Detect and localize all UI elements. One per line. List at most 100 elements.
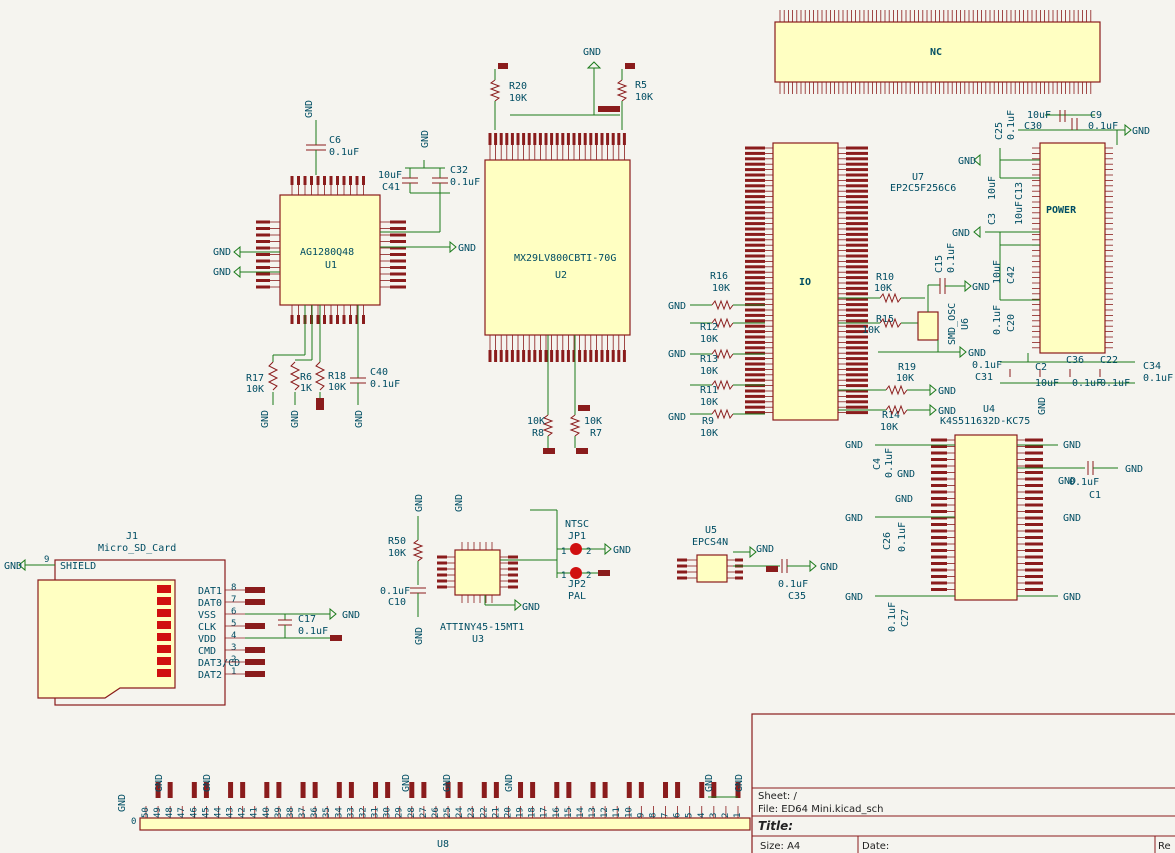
jp1-ref: JP1 — [568, 531, 586, 542]
c22-value: 0.1uF — [1100, 378, 1130, 389]
c9-ref: C9 — [1090, 110, 1102, 121]
c3-value: 10uF — [1014, 201, 1025, 225]
c34-value: 0.1uF — [1143, 373, 1173, 384]
sd-pin-label: DAT0 — [198, 598, 222, 609]
r5-ref: R5 — [635, 80, 647, 91]
u8-pin-number: 45 — [201, 807, 211, 818]
gnd-label: GND — [420, 130, 431, 148]
u4-ref: U4 — [983, 404, 995, 415]
r20-ref: R20 — [509, 81, 527, 92]
u8-pin-number: 26 — [431, 807, 441, 818]
io-label: IO — [799, 277, 811, 288]
r11-ref: R11 — [700, 385, 718, 396]
shield-label: SHIELD — [60, 561, 96, 572]
gnd-label: GND — [522, 602, 540, 613]
c17-ref: C17 — [298, 614, 316, 625]
r15-value: 10K — [862, 325, 880, 336]
u8-pin-number: 42 — [238, 807, 248, 818]
title-label: Title: — [758, 819, 793, 833]
jp1-jumper[interactable] — [570, 543, 582, 555]
u8-pin-number: 30 — [383, 807, 393, 818]
u5-part: EPCS4N — [692, 537, 728, 548]
gnd-label: GND — [442, 774, 453, 792]
sd-pin-number: 4 — [231, 631, 236, 641]
u8-pin-number: 25 — [443, 807, 453, 818]
gnd-label: GND — [613, 545, 631, 556]
u2-chip: MX29LV800CBTI-70G U2 — [484, 133, 631, 362]
ntsc-label: NTSC — [565, 519, 589, 530]
r17-value: 10K — [246, 384, 264, 395]
c32-value: 0.1uF — [450, 177, 480, 188]
c36-ref: C36 — [1066, 355, 1084, 366]
c42-ref: C42 — [1006, 266, 1017, 284]
r14-value: 10K — [880, 422, 898, 433]
u8-pin-number: 3 — [709, 813, 719, 818]
u8-pin-number: 11 — [612, 807, 622, 818]
u3-ref: U3 — [472, 634, 484, 645]
r12-value: 10K — [700, 334, 718, 345]
c25-ref: C25 — [994, 122, 1005, 140]
r19-value: 10K — [896, 373, 914, 384]
c15-ref: C15 — [934, 255, 945, 273]
r19-ref: R19 — [898, 362, 916, 373]
c17-value: 0.1uF — [298, 626, 328, 637]
gnd-label: GND — [1063, 592, 1081, 603]
u1-part: AG1280Q48 — [300, 247, 354, 258]
c10-value: 0.1uF — [380, 586, 410, 597]
gnd-label: GND — [668, 412, 686, 423]
gnd-label: GND — [704, 774, 715, 792]
c22-ref: C22 — [1100, 355, 1118, 366]
nc-label: NC — [930, 47, 942, 58]
r7-value: 10K — [584, 416, 602, 427]
r20-value: 10K — [509, 93, 527, 104]
u8-pin-number: 48 — [165, 807, 175, 818]
gnd-label: GND — [304, 100, 315, 118]
gnd-label: GND — [117, 794, 128, 812]
c2-ref: C2 — [1035, 362, 1047, 373]
r7-ref: R7 — [590, 428, 602, 439]
gnd-label: GND — [154, 774, 165, 792]
c20-ref: C20 — [1006, 314, 1017, 332]
sd-pin-label: VDD — [198, 634, 216, 645]
u8-pin-number: 38 — [286, 807, 296, 818]
u8-pin-number: 35 — [322, 807, 332, 818]
r9-ref: R9 — [702, 416, 714, 427]
jp1-pin-a: 1 — [561, 547, 566, 557]
u8-pin-number: 37 — [298, 807, 308, 818]
c1-ref: C1 — [1089, 490, 1101, 501]
u2-part: MX29LV800CBTI-70G — [514, 253, 616, 264]
sd-pin-number: 5 — [231, 619, 236, 629]
u8-pin-number: 15 — [564, 807, 574, 818]
sd-pin-label: VSS — [198, 610, 216, 621]
c20-value: 0.1uF — [992, 305, 1003, 335]
gnd-label: GND — [845, 592, 863, 603]
sd-pin-label: DAT1 — [198, 586, 222, 597]
u8-pin-number: 9 — [636, 813, 646, 818]
u7-io-chip: IO — [745, 142, 868, 421]
power-label: POWER — [1046, 205, 1077, 216]
u8-pin-number: 5 — [685, 813, 695, 818]
sheet-label: Sheet: / — [758, 791, 797, 802]
gnd-label: GND — [213, 247, 231, 258]
u1-chip: AG1280Q48 U1 — [256, 176, 406, 324]
gnd-label: GND — [414, 494, 425, 512]
r14-ref: R14 — [882, 410, 900, 421]
u1-ref: U1 — [325, 260, 337, 271]
u8-pin-number: 23 — [467, 807, 477, 818]
gnd-label: GND — [938, 406, 956, 417]
r6-value: 1K — [300, 383, 312, 394]
gnd-label: GND — [820, 562, 838, 573]
sd-pin-number: 7 — [231, 595, 236, 605]
c32-ref: C32 — [450, 165, 468, 176]
sd-pin-number: 6 — [231, 607, 236, 617]
c34-ref: C34 — [1143, 361, 1161, 372]
sd-pin-number: 3 — [231, 643, 236, 653]
u8-pin-number: 47 — [177, 807, 187, 818]
u5-chip — [677, 554, 743, 583]
jp2-jumper[interactable] — [570, 567, 582, 579]
r18-value: 10K — [328, 382, 346, 393]
u8-pin-number: 10 — [624, 807, 634, 818]
